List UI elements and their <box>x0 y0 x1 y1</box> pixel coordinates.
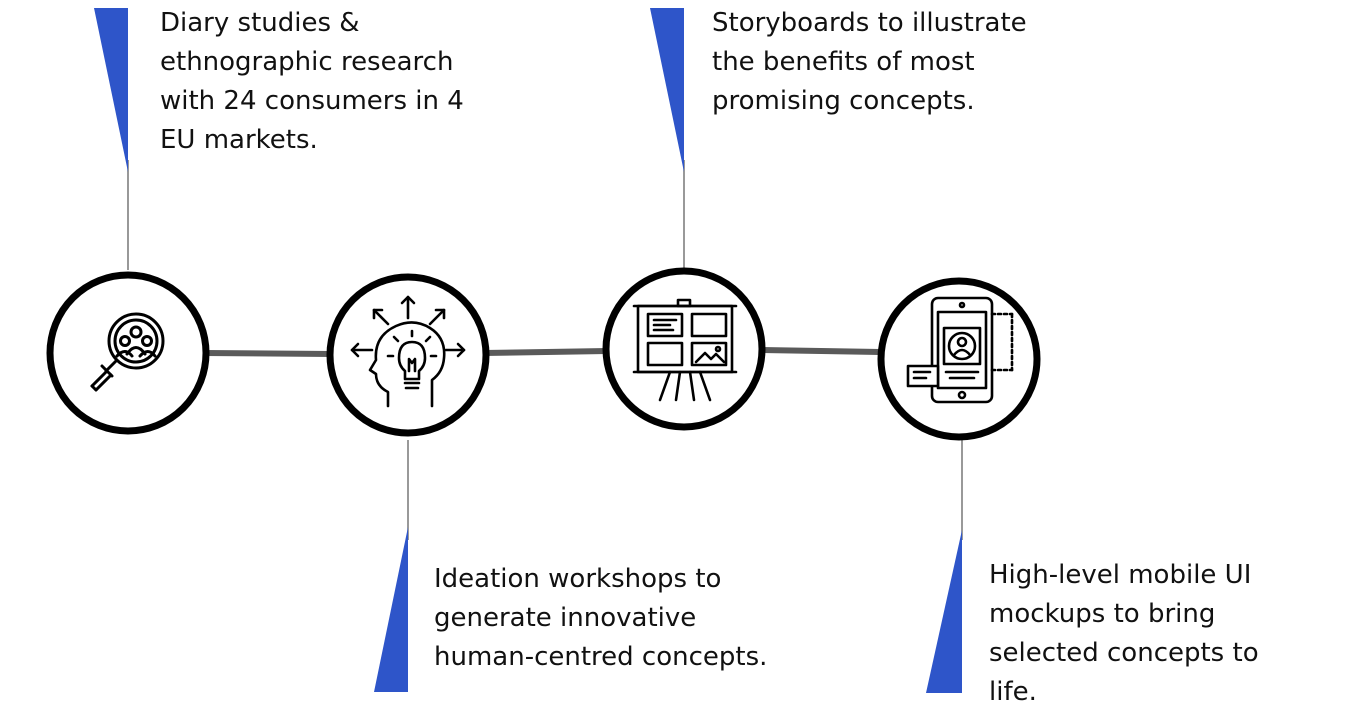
caption-line: with 24 consumers in 4 <box>160 86 464 116</box>
caption-line: generate innovative <box>434 603 697 633</box>
magnifier-people-icon <box>90 312 165 392</box>
step-node-3 <box>602 267 766 431</box>
step-node-4 <box>877 277 1041 441</box>
connector-3-4 <box>759 347 881 355</box>
caption-line: selected concepts to <box>989 638 1259 668</box>
mobile-ui-icon <box>906 296 1014 404</box>
connector-2-3 <box>483 348 608 356</box>
caption-line: Diary studies & <box>160 8 360 38</box>
step-circle-3 <box>602 267 766 431</box>
caption-line: mockups to bring <box>989 599 1216 629</box>
step-4-caption: High-level mobile UI mockups to bring se… <box>989 556 1259 712</box>
step-connectors <box>203 347 881 357</box>
step-1-caption: Diary studies & ethnographic research wi… <box>160 4 464 160</box>
caption-line: promising concepts. <box>712 86 975 116</box>
caption-line: life. <box>989 677 1037 707</box>
step-node-2 <box>326 273 490 437</box>
connector-1-2 <box>203 350 333 357</box>
caption-line: human-centred concepts. <box>434 642 768 672</box>
caption-line: Storyboards to illustrate <box>712 8 1027 38</box>
accent-wedge-1 <box>94 8 128 172</box>
caption-line: High-level mobile UI <box>989 560 1252 590</box>
step-node-1 <box>46 271 210 435</box>
caption-line: ethnographic research <box>160 47 454 77</box>
step-3-caption: Storyboards to illustrate the benefits o… <box>712 4 1027 121</box>
accent-wedge-2 <box>374 527 408 692</box>
head-lightbulb-icon <box>350 295 466 408</box>
easel-storyboard-icon <box>632 298 738 402</box>
callout-pointers <box>94 8 963 693</box>
step-circle-2 <box>326 273 490 437</box>
accent-wedge-4 <box>926 530 962 693</box>
caption-line: the benefits of most <box>712 47 975 77</box>
caption-line: EU markets. <box>160 125 318 155</box>
accent-wedge-3 <box>650 8 684 172</box>
caption-line: Ideation workshops to <box>434 564 722 594</box>
step-2-caption: Ideation workshops to generate innovativ… <box>434 560 767 677</box>
